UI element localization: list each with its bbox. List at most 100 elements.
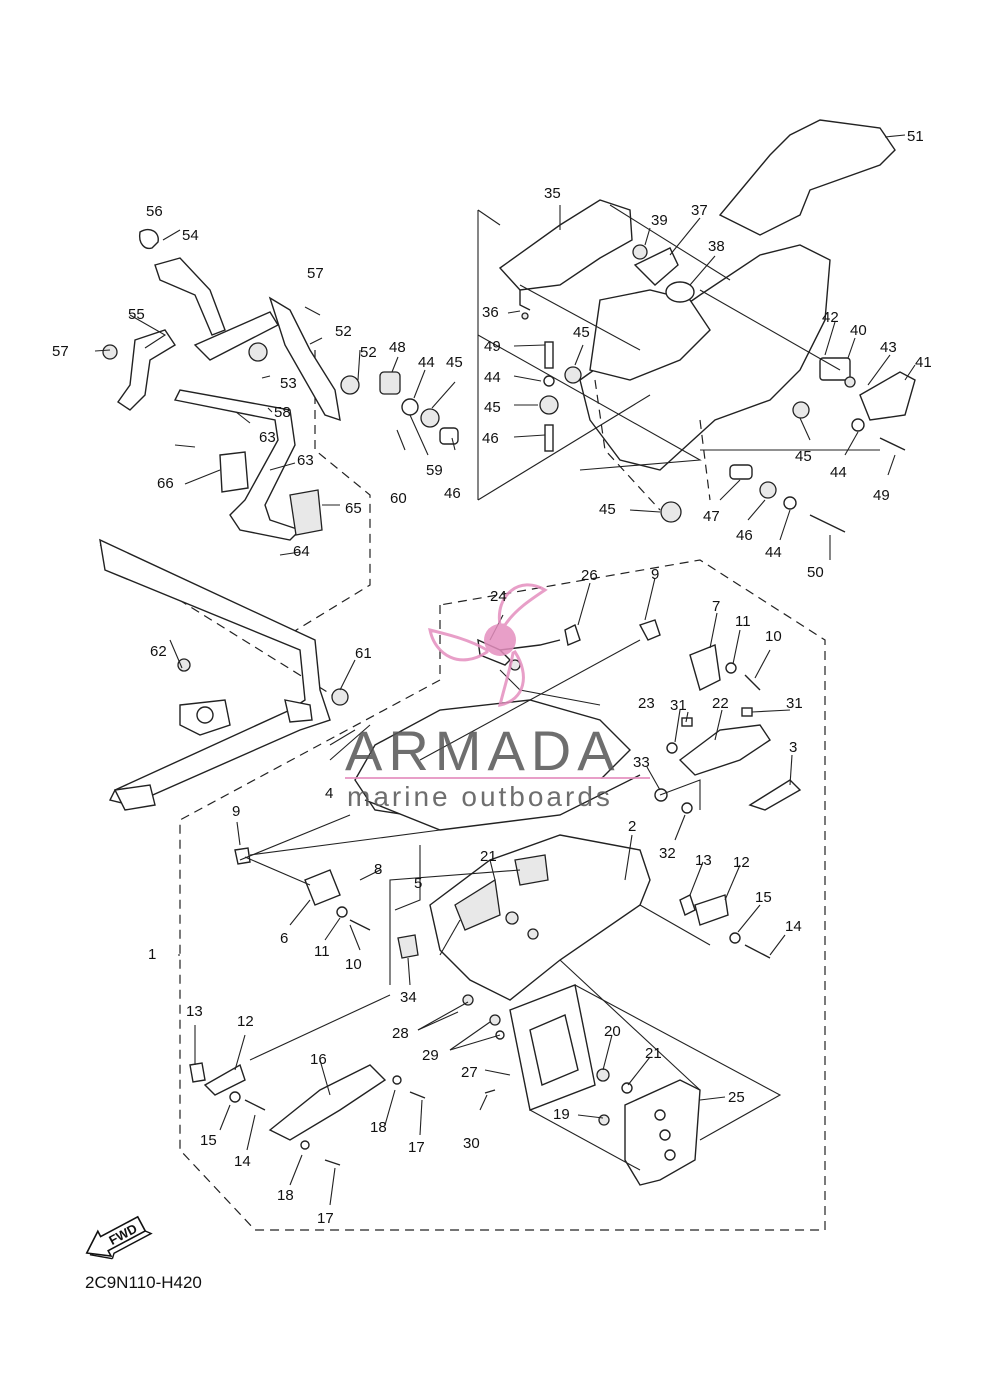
callout: 24 [490,588,507,605]
callout: 8 [374,861,382,878]
handle-bracket [102,228,459,706]
callout: 22 [712,695,729,712]
callout: 9 [232,803,240,820]
callout: 56 [146,203,163,220]
callout: 60 [390,490,407,507]
callout: 9 [651,566,659,583]
callout: 37 [691,202,708,219]
callout: 15 [755,889,772,906]
callout: 31 [670,697,687,714]
callout: 18 [277,1187,294,1204]
callout: 64 [293,543,310,560]
callout: 12 [237,1013,254,1030]
callout: 33 [633,754,650,771]
callout: 17 [317,1210,334,1227]
callout: 50 [807,564,824,581]
watermark-title: ARMADA [345,719,621,782]
propeller-logo-icon [428,583,548,707]
fwd-label: FWD [106,1221,139,1248]
callout: 15 [200,1132,217,1149]
storage-box-upper [579,244,831,511]
callout: 66 [157,475,174,492]
callout: 43 [880,339,897,356]
callout: 1 [148,946,156,963]
callout: 57 [52,343,69,360]
callout: 18 [370,1119,387,1136]
callouts: 1 2 3 4 5 6 7 8 9 9 10 10 11 11 12 12 13… [52,128,932,1227]
callout: 11 [314,943,330,960]
hinge-bracket [498,199,633,320]
lid-tray [329,699,641,831]
fwd-arrow-icon: FWD [85,1215,153,1260]
callout: 31 [786,695,803,712]
callout: 39 [651,212,668,229]
callout: 51 [907,128,924,145]
callout: 29 [422,1047,439,1064]
callout: 13 [186,1003,203,1020]
callout: 32 [659,845,676,862]
callout: 16 [310,1051,327,1068]
latch-parts [189,619,802,1166]
callout: 44 [484,369,501,386]
right-hardware [539,244,916,533]
callout: 65 [345,500,362,517]
callout: 4 [325,785,333,802]
callout: 45 [446,354,463,371]
callout: 10 [345,956,362,973]
callout: 52 [360,344,377,361]
callout: 11 [735,613,751,630]
callout: 36 [482,304,499,321]
callout: 3 [789,739,797,756]
watermark-subtitle: marine outboards [347,781,613,812]
callout: 35 [544,185,561,202]
callout: 45 [795,448,812,465]
callout: 26 [581,567,598,584]
callout: 53 [280,375,297,392]
callout: 10 [765,628,782,645]
callout: 30 [463,1135,480,1152]
callout: 44 [765,544,782,561]
diagram-code: 2C9N110-H420 [85,1273,202,1292]
callout: 46 [482,430,499,447]
callout: 45 [599,501,616,518]
callout: 5 [414,875,422,892]
callout: 59 [426,462,443,479]
callout: 44 [418,354,435,371]
callout: 34 [400,989,417,1006]
callout: 25 [728,1089,745,1106]
mount-bracket [596,1068,701,1186]
callout: 13 [695,852,712,869]
callout: 44 [830,464,847,481]
callout: 45 [484,399,501,416]
callout: 55 [128,306,145,323]
callout: 28 [392,1025,409,1042]
callout: 54 [182,227,199,244]
callout: 6 [280,930,288,947]
callout: 46 [444,485,461,502]
callout: 58 [274,404,291,421]
callout: 45 [573,324,590,341]
assembly-boundary [179,559,826,1231]
leader-lines [94,204,916,1206]
callout: 17 [408,1139,425,1156]
frame-rail-left [99,538,331,811]
cover-plate [462,984,596,1111]
callout: 61 [355,645,372,662]
bracket-boundary [279,350,371,641]
callout: 57 [307,265,324,282]
callout: 49 [873,487,890,504]
callout: 40 [850,322,867,339]
glove-box [429,834,651,1001]
callout: 52 [335,323,352,340]
callout: 47 [703,508,720,525]
callout: 63 [259,429,276,446]
callout: 21 [480,848,497,865]
callout: 27 [461,1064,478,1081]
callout: 63 [297,452,314,469]
callout: 42 [822,309,839,326]
callout: 14 [234,1153,251,1170]
callout: 7 [712,598,720,615]
seat-pad [718,119,906,236]
callout: 46 [736,527,753,544]
